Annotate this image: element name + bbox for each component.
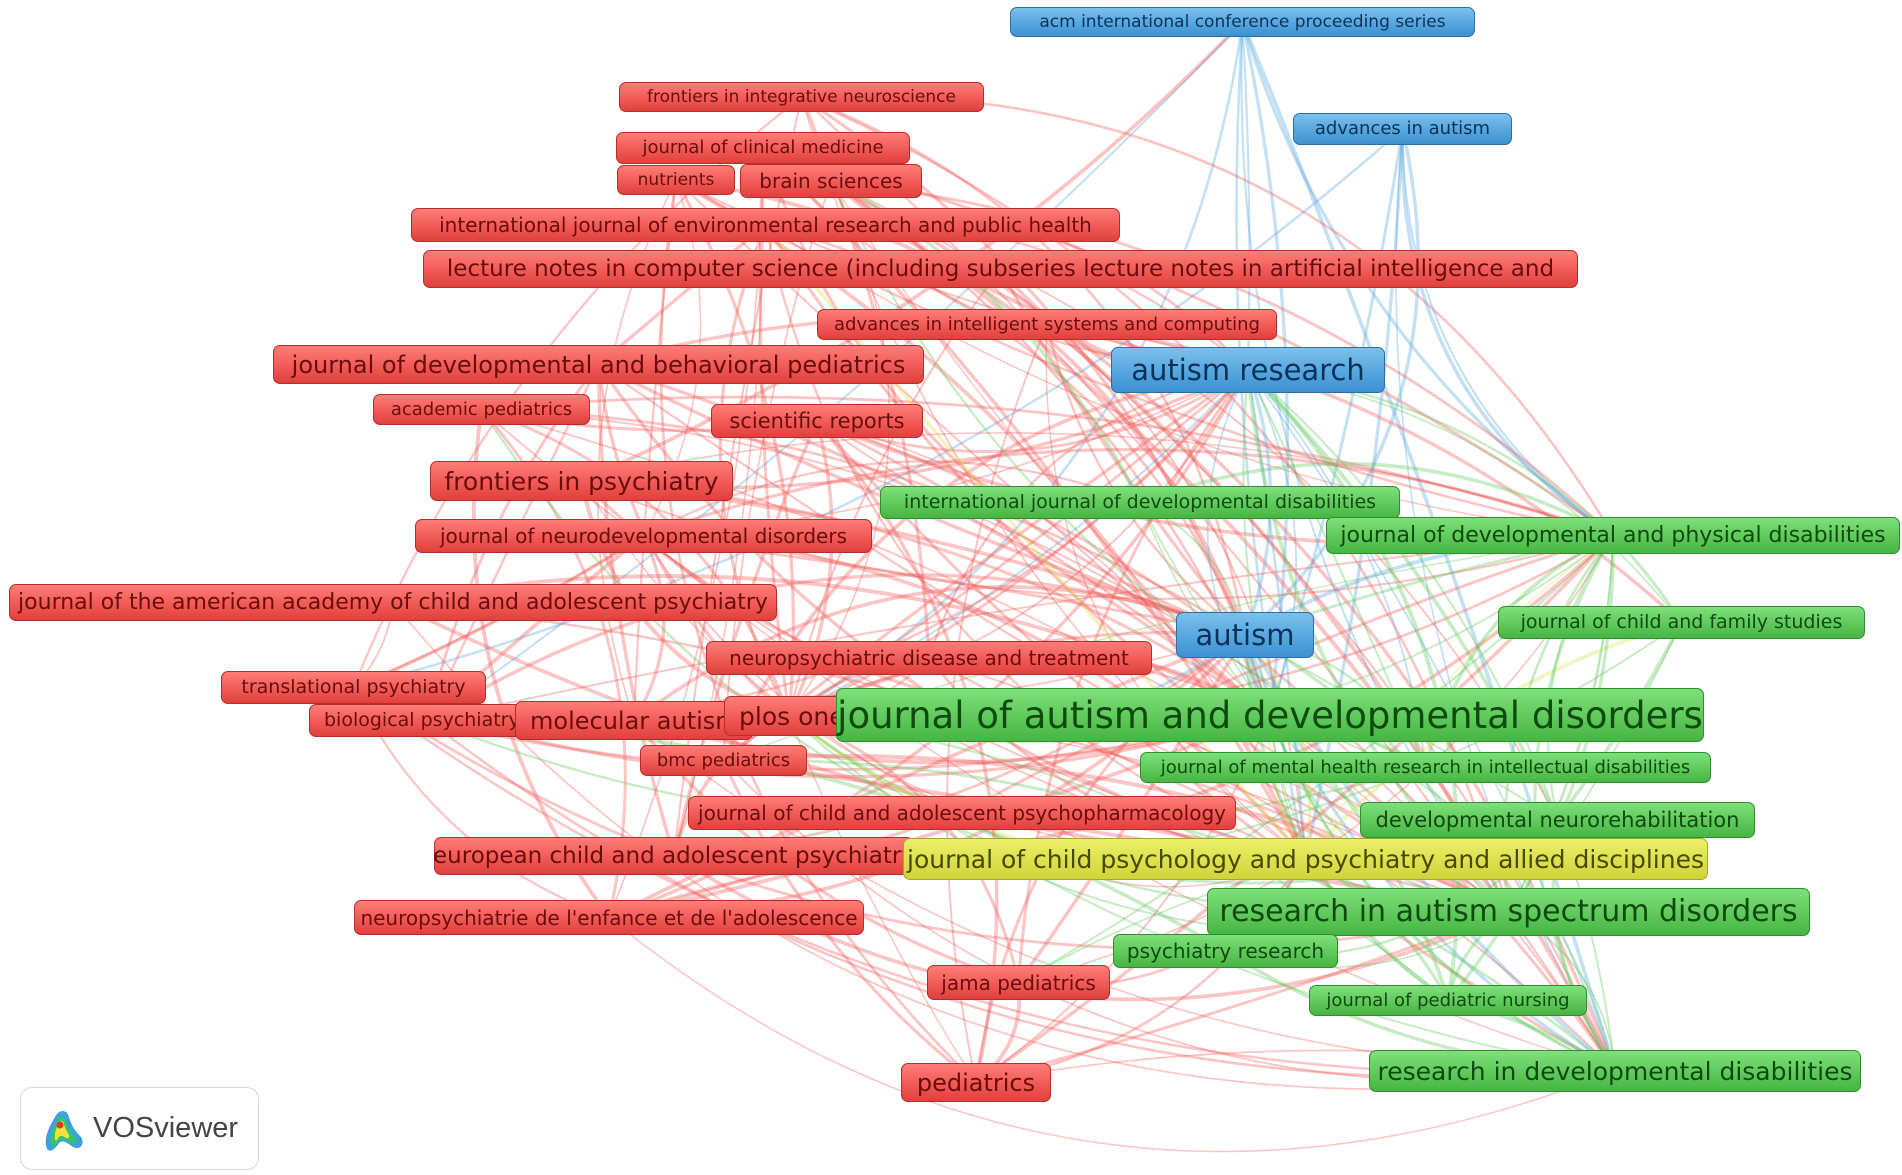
link-line [961,534,1614,815]
link-line [761,147,1246,637]
node-journal-of-child-psychology-and-psychiatry-and-allied-disciplines[interactable]: journal of child psychology and psychiat… [903,838,1708,880]
node-jama-pediatrics[interactable]: jama pediatrics [927,965,1110,1000]
link-line [642,460,1141,538]
link-line [1206,369,1271,716]
link-line [608,713,1271,920]
node-journal-of-developmental-and-physical-disabilities[interactable]: journal of developmental and physical di… [1326,517,1900,554]
node-psychiatry-research[interactable]: psychiatry research [1113,934,1338,968]
node-international-journal-of-environmental-research-and-public-health[interactable]: international journal of environmental r… [411,208,1120,242]
node-journal-of-pediatric-nursing[interactable]: journal of pediatric nursing [1309,985,1587,1016]
node-neuropsychiatrie-de-l-enfance-et-de-l-adolescence[interactable]: neuropsychiatrie de l'enfance et de l'ad… [354,900,864,935]
node-neuropsychiatric-disease-and-treatment[interactable]: neuropsychiatric disease and treatment [706,641,1152,675]
node-translational-psychiatry[interactable]: translational psychiatry [221,671,486,704]
link-line [427,573,1246,722]
link-line [1247,369,1617,1072]
link-line [427,21,1244,722]
link-line [830,179,1614,537]
node-advances-in-intelligent-systems-and-computing[interactable]: advances in intelligent systems and comp… [817,309,1277,340]
link-line [642,448,1614,538]
link-line [1046,323,1617,1072]
node-acm-international-conference-proceeding-series[interactable]: acm international conference proceeding … [1010,7,1475,37]
link-line [598,315,1683,624]
node-plos-one[interactable]: plos one [724,696,854,736]
link-line [1304,534,1614,860]
link-line [816,419,1271,717]
vosviewer-logo-icon [45,1110,83,1151]
link-line [1242,369,1272,716]
link-line [1139,461,1614,538]
link-line [581,432,1614,537]
link-line [353,128,1404,689]
link-line [765,224,1614,537]
node-molecular-autism[interactable]: molecular autism [515,701,753,740]
link-line [1246,368,1560,821]
vosviewer-logo: VOSviewer [20,1087,259,1170]
link-line [816,368,1249,453]
node-journal-of-developmental-and-behavioral-pediatrics[interactable]: journal of developmental and behavioral … [273,345,924,384]
vosviewer-logo-text: VOSviewer [93,1112,239,1144]
node-lecture-notes-in-computer-science[interactable]: lecture notes in computer science (inclu… [423,250,1578,288]
link-line [1243,128,1420,637]
link-line [1401,128,1614,537]
node-frontiers-in-integrative-neuroscience[interactable]: frontiers in integrative neuroscience [619,82,984,112]
node-research-in-developmental-disabilities[interactable]: research in developmental disabilities [1369,1050,1861,1092]
node-nutrients[interactable]: nutrients [617,165,735,195]
link-line [1400,128,1614,537]
link-line [596,364,791,718]
node-academic-pediatrics[interactable]: academic pediatrics [373,394,590,425]
link-line [1247,369,1298,716]
node-journal-of-autism-and-developmental-disorders[interactable]: journal of autism and developmental diso… [836,688,1704,742]
node-journal-of-neurodevelopmental-disorders[interactable]: journal of neurodevelopmental disorders [415,519,872,553]
link-line [608,916,1616,1153]
node-developmental-neurorehabilitation[interactable]: developmental neurorehabilitation [1360,802,1755,838]
link-line [788,715,977,1083]
node-frontiers-in-psychiatry[interactable]: frontiers in psychiatry [430,461,733,501]
node-journal-of-child-and-adolescent-psychopharmacology[interactable]: journal of child and adolescent psychoph… [688,796,1236,830]
node-biological-psychiatry[interactable]: biological psychiatry [309,704,547,737]
node-journal-of-child-and-family-studies[interactable]: journal of child and family studies [1498,606,1865,639]
node-journal-of-clinical-medicine[interactable]: journal of clinical medicine [616,132,910,164]
link-line [672,420,819,857]
node-research-in-autism-spectrum-disorders[interactable]: research in autism spectrum disorders [1207,888,1810,936]
node-scientific-reports[interactable]: scientific reports [711,404,923,438]
link-line [800,95,1510,913]
node-advances-in-autism[interactable]: advances in autism [1293,113,1512,145]
node-european-child-and-adolescent-psychiatry[interactable]: european child and adolescent psychiatry [433,837,915,875]
node-brain-sciences[interactable]: brain sciences [740,164,922,198]
node-journal-of-mental-health-research-in-intellectual-disabilities[interactable]: journal of mental health research in int… [1140,752,1711,783]
node-bmc-pediatrics[interactable]: bmc pediatrics [640,745,807,776]
link-line [481,408,1246,637]
node-autism-research[interactable]: autism research [1111,347,1385,393]
node-autism[interactable]: autism [1176,612,1314,658]
node-pediatrics[interactable]: pediatrics [901,1063,1051,1102]
node-journal-of-the-american-academy-of-child-and-adolescent-psychiatry[interactable]: journal of the american academy of child… [9,584,777,621]
link-line [632,535,666,722]
link-line [787,420,834,717]
link-line [1240,21,1614,537]
link-line [788,369,1249,717]
link-line [975,910,1510,1084]
link-line [788,369,1250,718]
link-line [974,633,1246,1083]
link-line [723,758,1616,1073]
link-line [481,395,1614,537]
node-international-journal-of-developmental-disabilities[interactable]: international journal of developmental d… [880,486,1400,519]
